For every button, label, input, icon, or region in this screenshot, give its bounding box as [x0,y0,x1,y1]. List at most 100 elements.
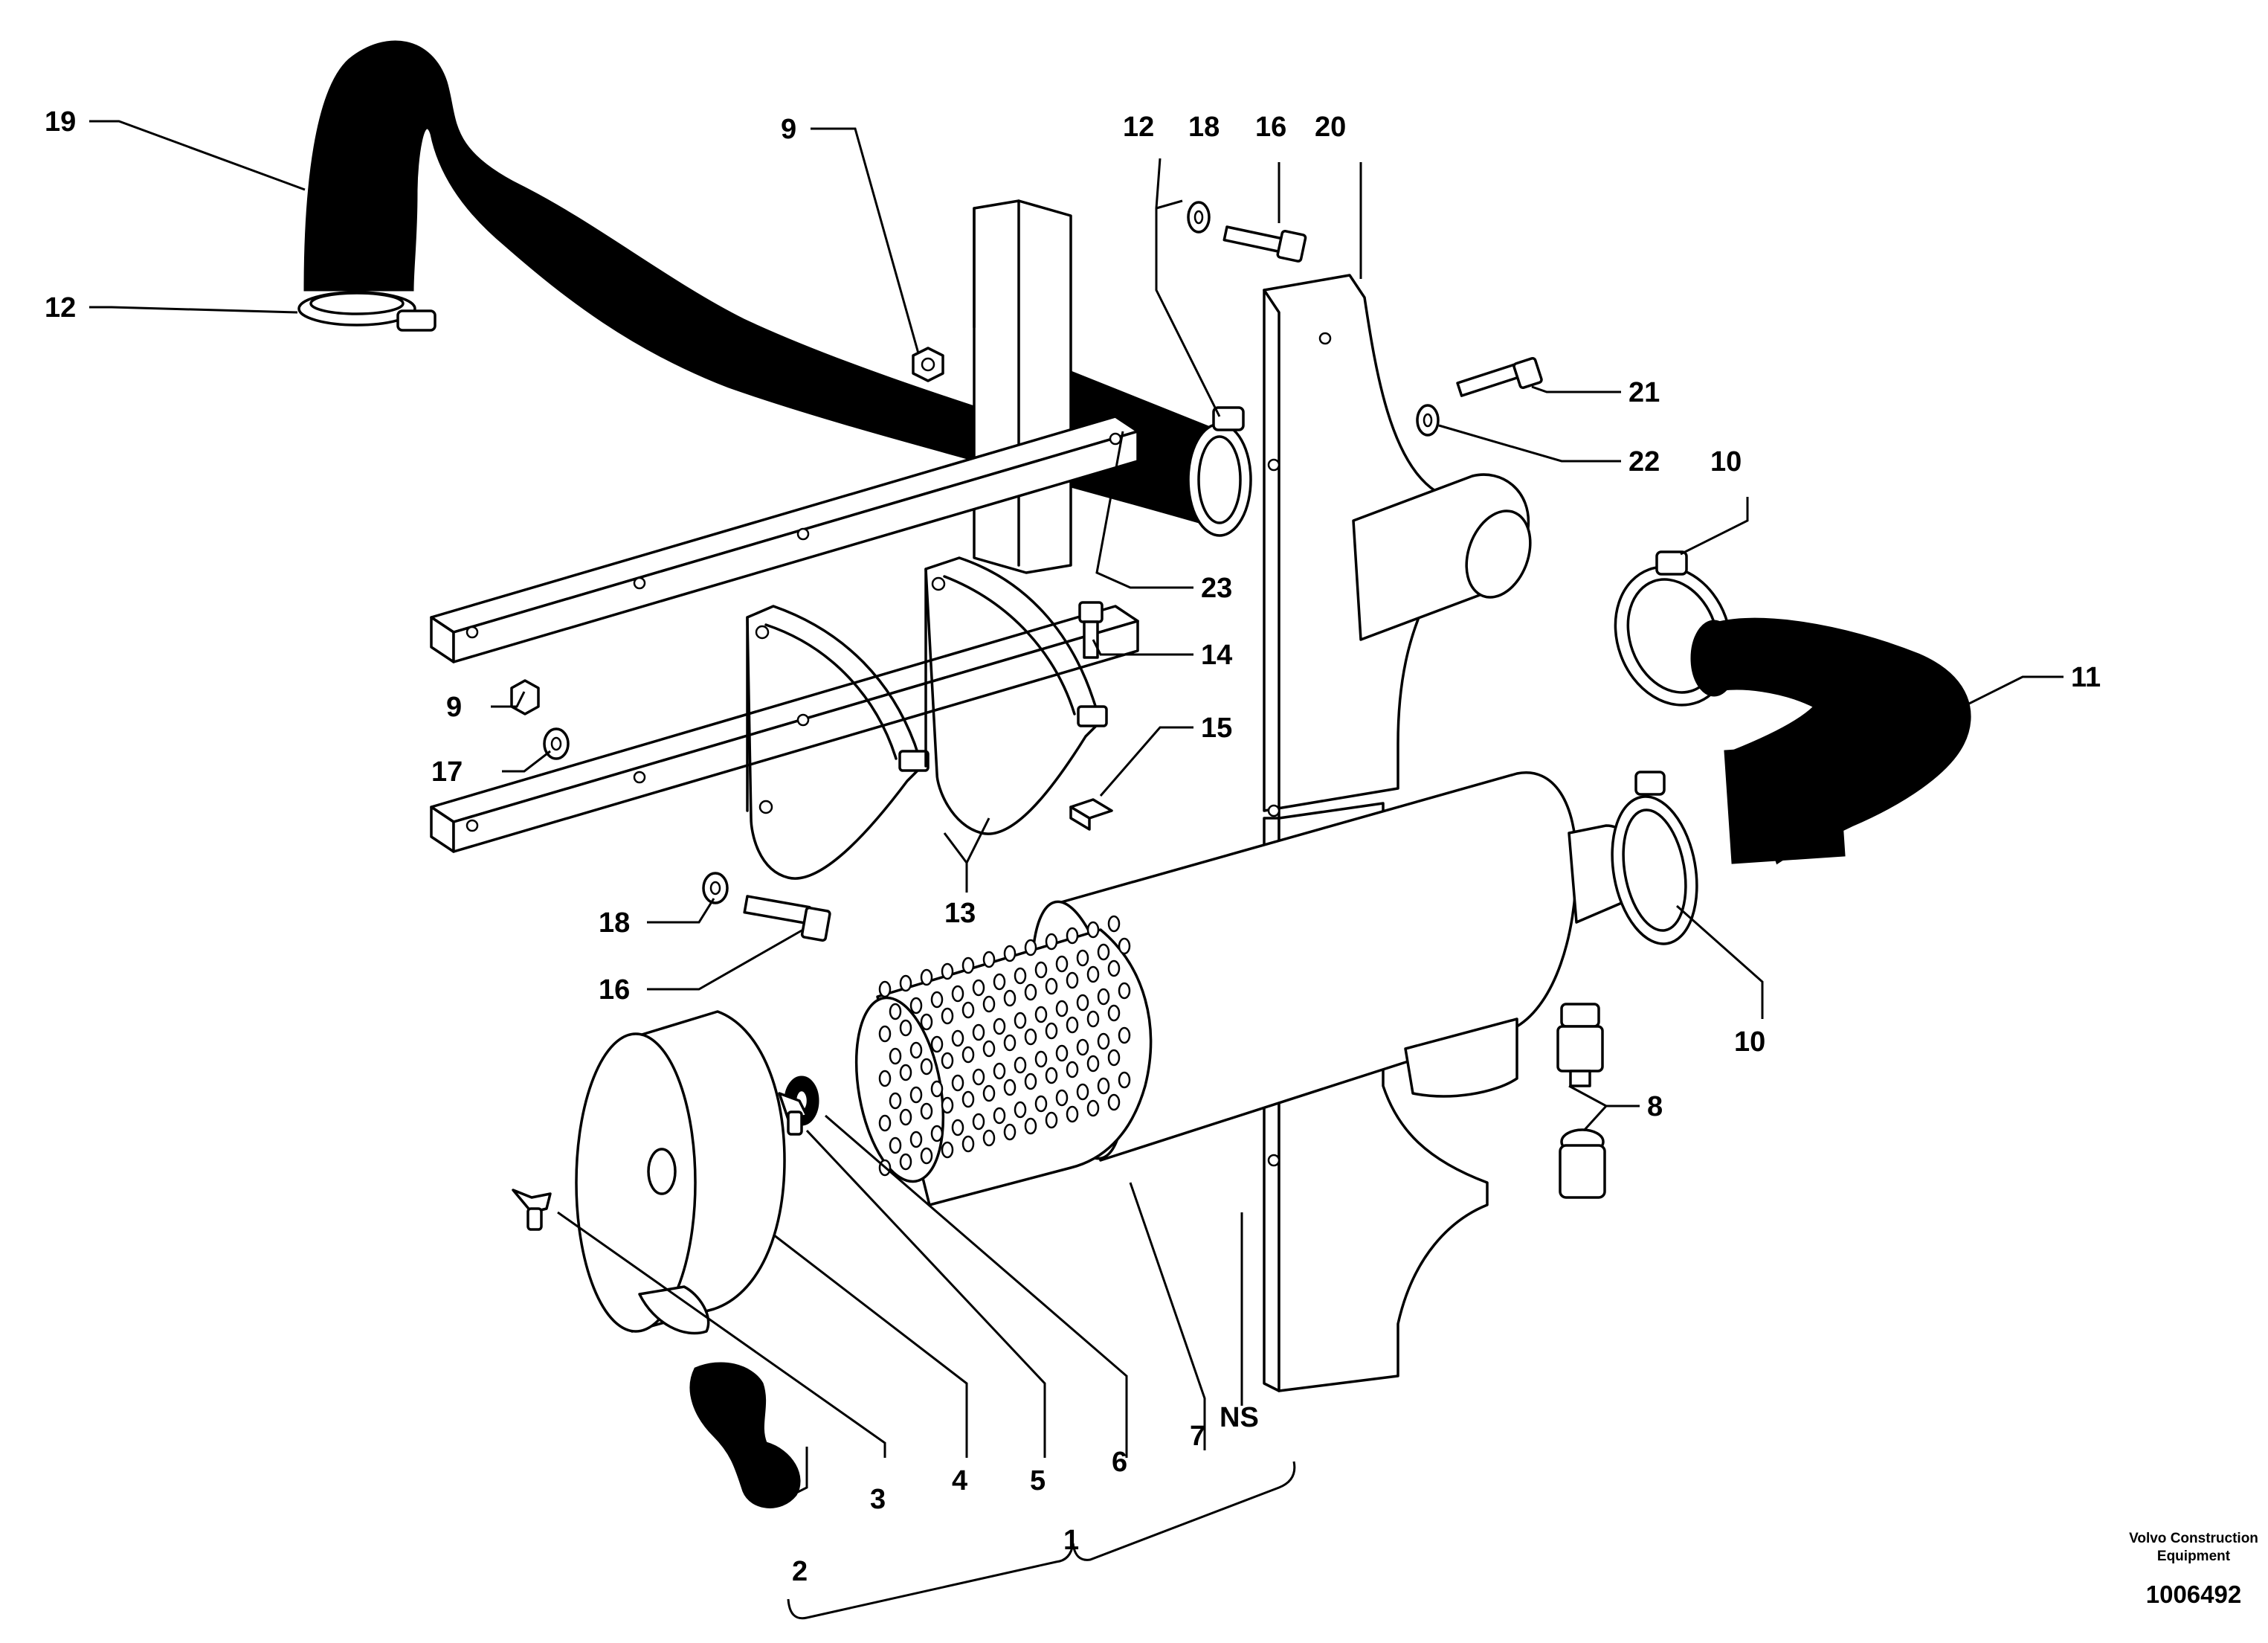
callout-20: 20 [1315,112,1346,143]
perforation-hole [1014,1012,1027,1029]
wing-nut-5 [778,1092,808,1136]
perforation-hole [1107,915,1121,933]
perforation-hole [1003,1078,1017,1096]
perforation-hole [982,1084,996,1102]
perforation-hole [889,1092,902,1110]
perforation-hole [1055,1044,1069,1062]
callout-1: 1 [1063,1525,1079,1556]
callout-8: 8 [1647,1091,1663,1122]
callout-ns: NS [1220,1402,1259,1433]
callout-23: 23 [1201,573,1232,604]
perforation-hole [1118,1026,1131,1044]
perforation-hole [972,1068,985,1086]
callout-17: 17 [431,756,463,788]
hose-clamp-12-left [297,291,436,332]
washer-18-lower [702,872,729,904]
callout-14: 14 [1201,640,1232,671]
perforation-hole [1034,961,1048,979]
perforation-hole [982,951,996,968]
perforation-hole [1003,1123,1017,1141]
perforation-hole [941,1141,954,1159]
screw-21 [1456,357,1543,397]
perforation-hole [920,1102,933,1120]
callout-15: 15 [1201,713,1232,744]
callouts: 19 12 9 12 18 16 20 21 22 10 11 10 8 23 … [45,106,2101,1587]
callout-16-upper: 16 [1255,112,1286,143]
perforation-hole [941,962,954,980]
perforation-hole [972,1113,985,1131]
perforation-hole [909,997,923,1015]
perforation-hole [899,1019,912,1037]
callout-7: 7 [1190,1421,1205,1452]
filter-cover-4 [575,1010,786,1335]
callout-6: 6 [1112,1447,1127,1478]
screw-16-lower [743,895,831,942]
perforation-hole [1086,1055,1100,1073]
perforation-hole [1076,994,1089,1012]
callout-19: 19 [45,106,76,138]
perforation-hole [1076,1038,1089,1056]
perforation-hole [909,1131,923,1148]
perforation-hole [920,1013,933,1031]
callout-11: 11 [2071,662,2101,693]
perforation-hole [1055,1000,1069,1017]
perforation-hole [1003,989,1017,1007]
perforation-hole [1045,1022,1058,1040]
callout-21: 21 [1628,377,1660,408]
perforation-hole [941,1007,954,1025]
perforation-hole [1086,1010,1100,1028]
brand-block: Volvo Construction Equipment 1006492 [2129,1531,2258,1608]
perforation-hole [1003,1034,1017,1052]
nut-9-lower [510,679,540,716]
callout-2: 2 [792,1556,808,1587]
perforation-hole [1118,937,1131,955]
perforation-hole [1107,1004,1121,1022]
perforation-hole [1107,1093,1121,1111]
perforation-hole [1034,1050,1048,1068]
filter-element-7 [854,915,1153,1206]
perforation-hole [961,956,975,974]
perforation-hole [1097,943,1110,961]
callout-9-upper: 9 [781,114,796,145]
perforation-hole [951,985,964,1003]
perforation-hole [899,1064,912,1081]
perforation-hole [1107,1049,1121,1067]
hose-11 [1690,617,1971,865]
callout-18-upper: 18 [1188,112,1220,143]
callout-10-upper: 10 [1710,446,1742,478]
callout-18-lower: 18 [599,907,630,939]
sensor-8-lower [1559,1128,1606,1199]
perforation-hole [1024,1117,1037,1135]
perforation-hole [1076,1083,1089,1101]
perforation-hole [1066,1016,1079,1034]
callout-9-lower: 9 [446,692,462,723]
perforation-hole [951,1119,964,1136]
perforation-hole [961,1001,975,1019]
brand-line-2: Equipment [2157,1549,2231,1564]
perforation-hole [889,1003,902,1020]
perforation-hole [1076,949,1089,967]
perforation-hole [1003,945,1017,962]
perforation-hole [899,974,912,992]
sensor-8-upper [1556,1003,1604,1087]
perforation-hole [1066,1061,1079,1078]
hose-clamp-12-right [1187,406,1252,537]
perforation-hole [993,1107,1006,1125]
perforation-hole [951,1074,964,1092]
perforation-hole [1066,1105,1079,1123]
perforation-hole [1045,933,1058,951]
perforation-hole [993,1062,1006,1080]
washer-22 [1416,404,1440,437]
perforation-hole [1066,927,1079,945]
perforation-hole [1055,1089,1069,1107]
perforation-hole [1097,1032,1110,1050]
perforation-hole [909,1086,923,1104]
perforation-hole [1014,1056,1027,1074]
perforation-hole [889,1047,902,1065]
callout-12-left: 12 [45,292,76,324]
perforation-hole [1034,1006,1048,1023]
callout-16-lower: 16 [599,974,630,1006]
perforation-hole [1086,1099,1100,1117]
perforation-hole [899,1108,912,1126]
